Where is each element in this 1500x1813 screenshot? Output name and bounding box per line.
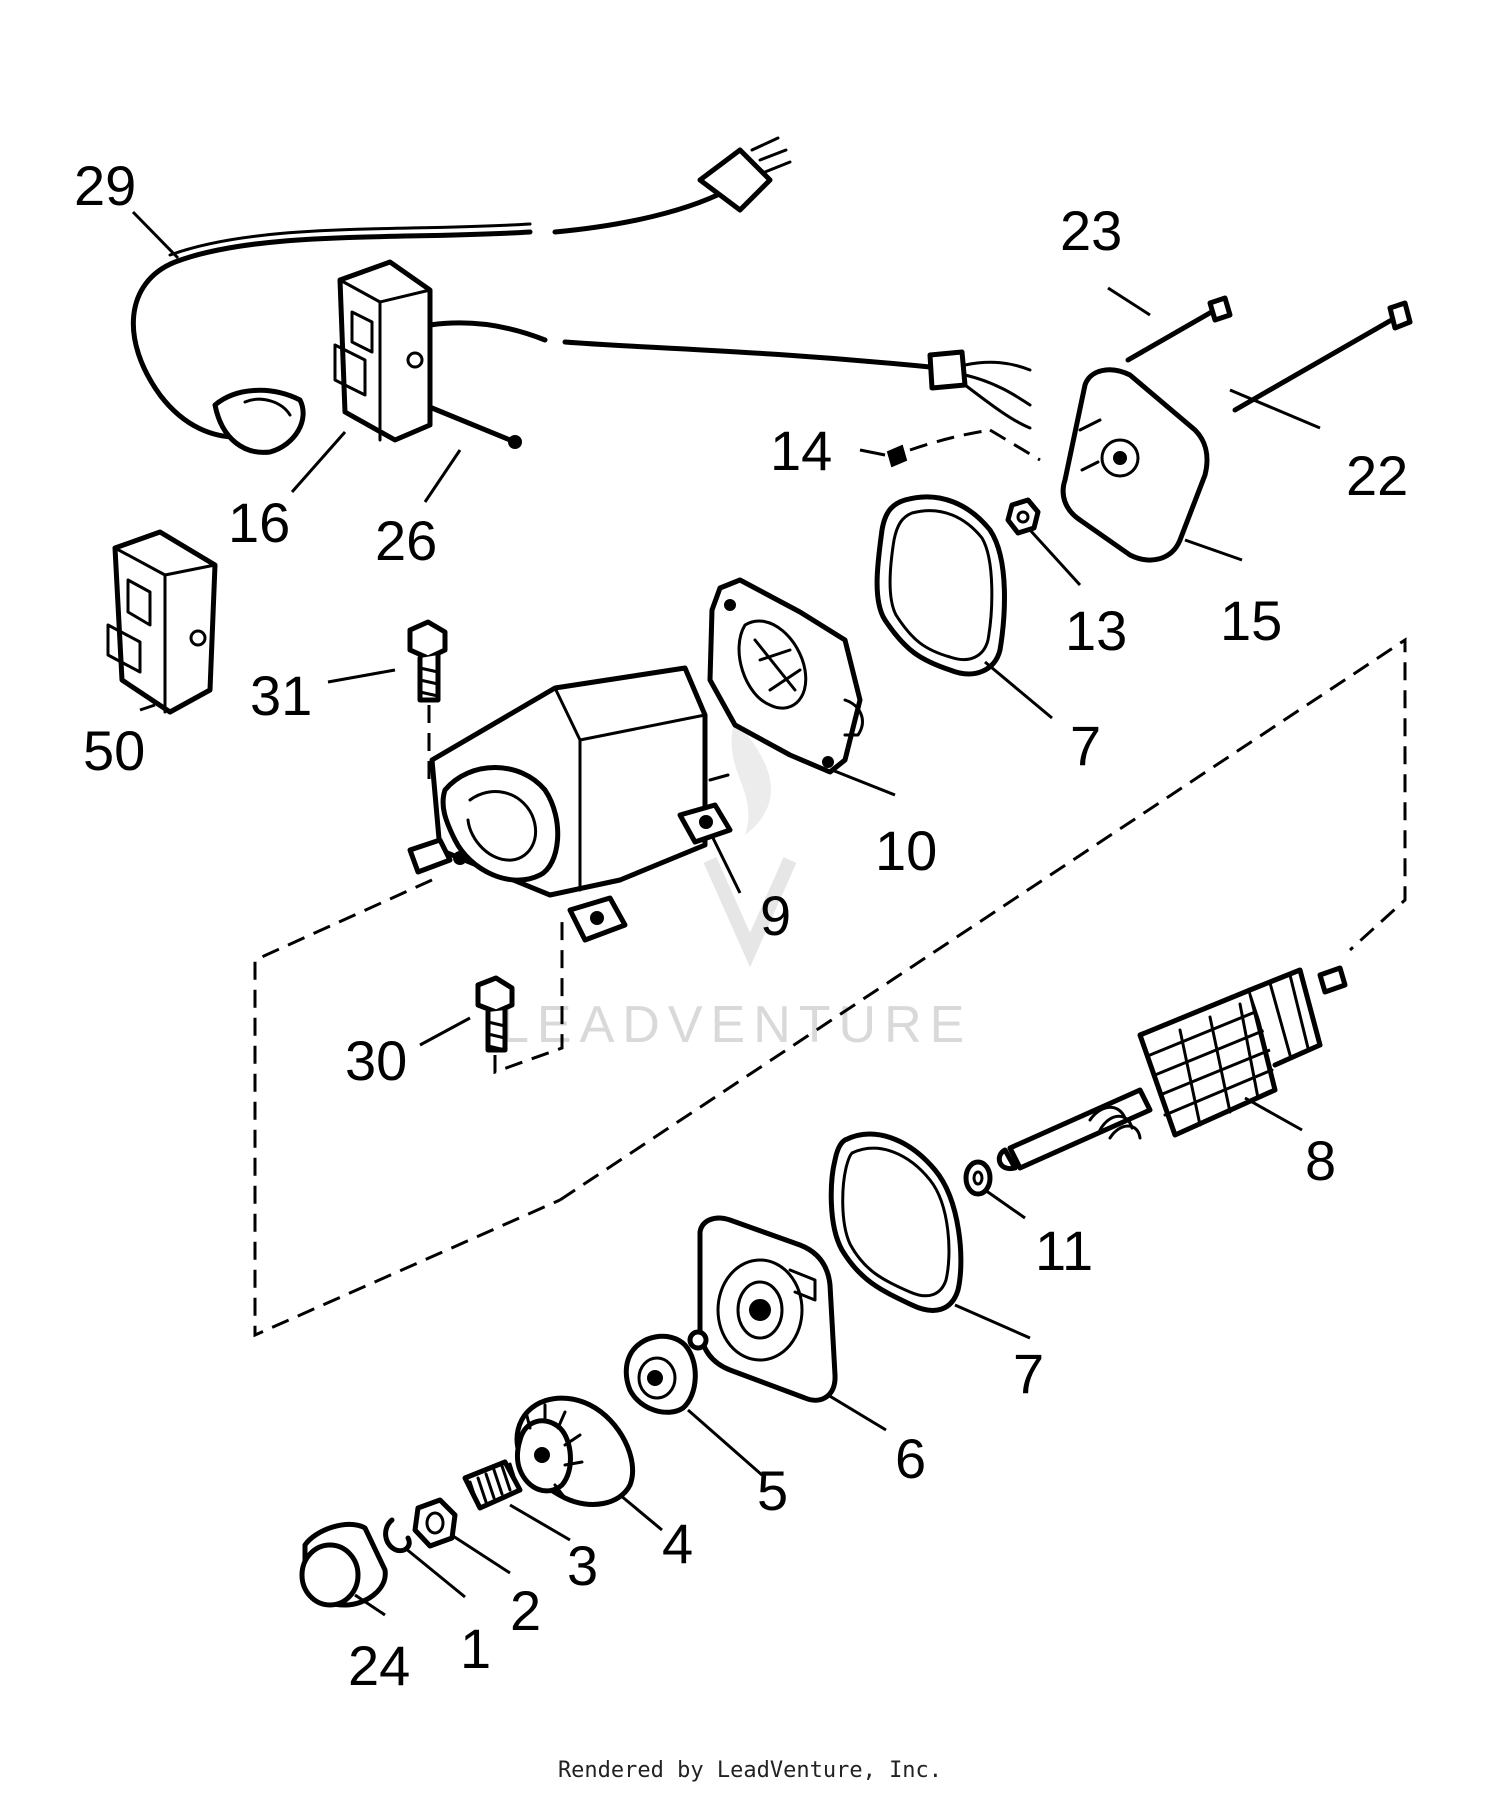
callout-6: 6 — [895, 1427, 926, 1490]
part-3-spring — [462, 1459, 523, 1511]
part-30-bolt — [475, 915, 564, 1075]
part-4-pinion-gear — [514, 1395, 636, 1507]
part-26-screw — [429, 405, 522, 449]
callout-labels: 29 23 22 14 16 26 13 15 50 31 7 10 9 30 … — [74, 154, 1408, 1697]
callout-31: 31 — [250, 664, 312, 727]
callout-29: 29 — [74, 154, 136, 217]
callout-7-top: 7 — [1070, 714, 1101, 777]
callout-16: 16 — [228, 491, 290, 554]
part-22-bolt — [1232, 300, 1413, 413]
callout-1: 1 — [460, 1617, 491, 1680]
callout-11: 11 — [1035, 1219, 1093, 1282]
callout-13: 13 — [1065, 599, 1127, 662]
callout-23: 23 — [1060, 199, 1122, 262]
part-10-brush-plate — [707, 577, 864, 775]
part-23-bolt — [1125, 295, 1233, 363]
part-11-washer — [963, 1159, 993, 1197]
part-16-switch-box — [333, 259, 1032, 443]
callout-26: 26 — [375, 509, 437, 572]
footer-credit: Rendered by LeadVenture, Inc. — [557, 1758, 943, 1783]
callout-9: 9 — [760, 884, 791, 947]
watermark: LEADVENTURE — [500, 720, 972, 1054]
callout-7-bottom: 7 — [1013, 1342, 1044, 1405]
callout-8: 8 — [1305, 1129, 1336, 1192]
part-7-gasket-top — [874, 494, 1007, 677]
part-1-retaining-ring — [383, 1517, 412, 1554]
part-24-cap — [299, 1521, 388, 1608]
callout-24: 24 — [348, 1634, 410, 1697]
leader-lines — [131, 210, 1321, 1617]
callout-15: 15 — [1220, 589, 1282, 652]
part-9-motor-housing — [407, 665, 733, 943]
part-50-switch-box — [106, 529, 218, 715]
callout-50: 50 — [83, 719, 145, 782]
callout-3: 3 — [567, 1534, 598, 1597]
part-29-power-cord — [130, 136, 792, 455]
callout-2: 2 — [510, 1579, 541, 1642]
callout-4: 4 — [662, 1512, 693, 1575]
part-31-bolt — [407, 619, 448, 780]
alignment-dashed-lines — [253, 637, 1407, 1338]
callout-30: 30 — [345, 1029, 407, 1092]
part-2-nut — [412, 1497, 458, 1549]
part-7-gasket-bottom — [828, 1131, 964, 1313]
part-14-screw — [886, 428, 1041, 468]
part-15-end-cap — [1060, 367, 1210, 563]
part-6-end-plate — [687, 1215, 838, 1403]
callout-14: 14 — [770, 419, 832, 482]
callout-22: 22 — [1346, 444, 1408, 507]
part-5-bearing — [623, 1333, 698, 1415]
part-8-armature — [996, 965, 1348, 1172]
callout-10: 10 — [875, 819, 937, 882]
watermark-text: LEADVENTURE — [500, 996, 972, 1054]
part-13-nut — [1005, 497, 1041, 536]
callout-5: 5 — [757, 1459, 788, 1522]
